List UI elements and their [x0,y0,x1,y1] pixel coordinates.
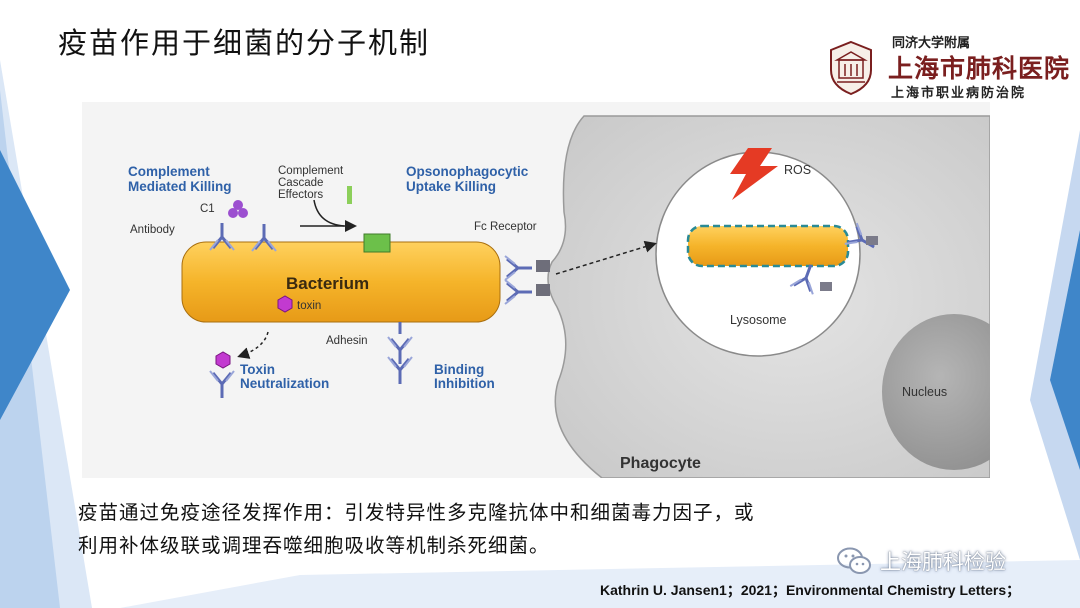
ros-lightning-icon [730,148,778,200]
body-text-line-1: 疫苗通过免疫途径发挥作用：引发特异性多克隆抗体中和细菌毒力因子，或 [78,501,755,524]
wechat-icon [837,547,871,574]
phagocyte-label: Phagocyte [620,455,701,472]
fc-receptor-inner [866,236,878,245]
complement-killing-label-2: Mediated Killing [128,179,232,194]
slide-title: 疫苗作用于细菌的分子机制 [58,26,431,60]
effectors-label-1: Complement [278,165,344,177]
toxin-neutralization-label-1: Toxin [240,362,275,377]
binding-inhibition-label-2: Inhibition [434,376,495,391]
fc-receptor-inner-2 [820,282,832,291]
nucleus-label: Nucleus [902,385,947,399]
bacterium [181,241,501,323]
toxin-label: toxin [297,300,321,312]
opsono-label-1: Opsonophagocytic [406,164,529,179]
logo-subtitle: 上海市职业病防治院 [891,86,1027,101]
hospital-logo-icon [830,40,872,96]
logo-affiliation: 同济大学附属 [892,36,971,51]
complement-killing-label-1: Complement [128,164,210,179]
citation: Kathrin U. Jansen1；2021；Environmental Ch… [600,582,1021,598]
effectors-label-3: Effectors [278,189,323,201]
fc-receptor-label: Fc Receptor [474,221,537,233]
bacterium-label: Bacterium [286,274,369,293]
uptake-arrow [555,240,657,275]
opsono-label-2: Uptake Killing [406,179,496,194]
wechat-watermark: 上海肺科检验 [836,546,1006,576]
vaccine-mechanism-diagram: ROS Lysosome Nucleus Phagocyte Bacterium… [82,102,990,478]
toxin-release-arrow [237,331,269,359]
c1-label: C1 [200,203,215,215]
logo-hospital-name: 上海市肺科医院 [888,54,1071,83]
nucleus [882,314,990,470]
adhesin-label: Adhesin [326,335,368,347]
neutralized-toxin-icon [215,351,231,369]
effector-marker [347,186,352,204]
binding-inhibition-label-1: Binding [434,362,484,377]
ros-label: ROS [784,163,811,177]
complement-effector-icon [363,233,391,253]
fc-receptor-icon [536,260,550,272]
body-text: 疫苗通过免疫途径发挥作用：引发特异性多克隆抗体中和细菌毒力因子，或 利用补体级联… [78,496,1028,562]
antibody-label: Antibody [130,224,175,236]
lysosome-label: Lysosome [730,313,787,327]
effectors-label-2: Cascade [278,177,323,189]
body-text-line-2: 利用补体级联或调理吞噬细胞吸收等机制杀死细菌。 [78,534,550,557]
c1-molecule-icon [228,208,238,218]
engulfed-bacterium [686,224,850,268]
watermark-text: 上海肺科检验 [880,550,1006,574]
toxin-icon [277,295,293,313]
toxin-neutralization-label-2: Neutralization [240,376,329,391]
